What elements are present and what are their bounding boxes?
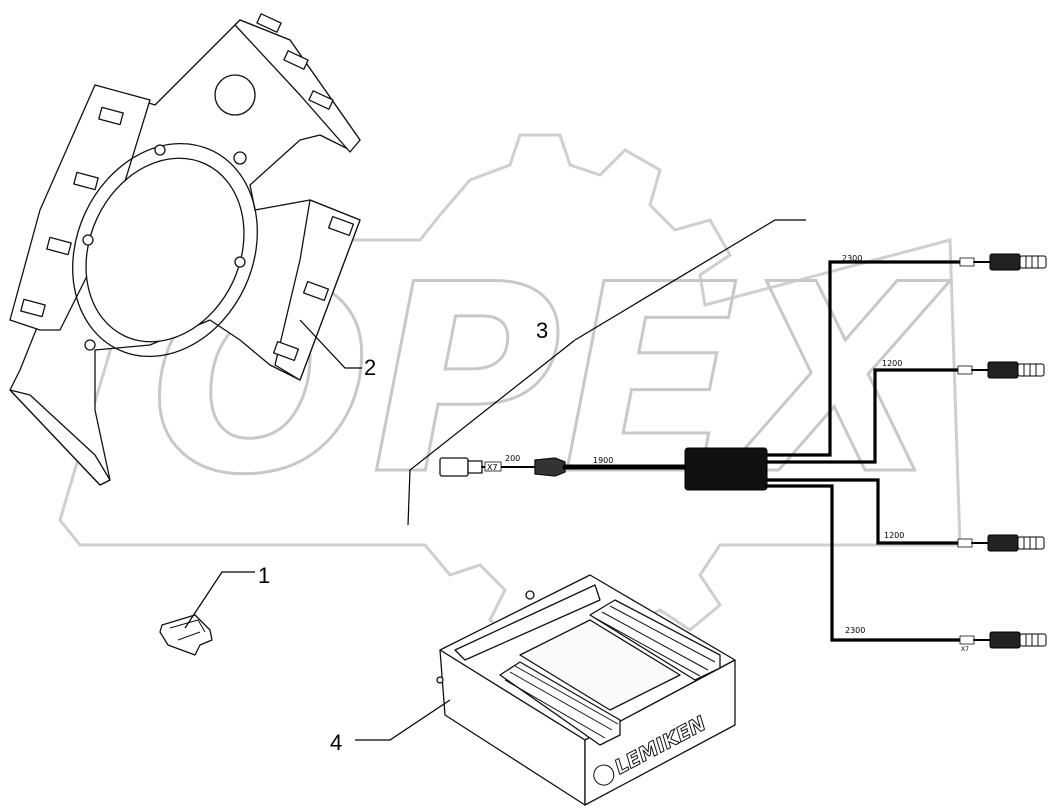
main-short-length: 200 bbox=[505, 454, 520, 463]
bracket-bolt-hole bbox=[82, 234, 94, 246]
clip-edge bbox=[169, 619, 206, 633]
bracket-upper-hole bbox=[214, 74, 256, 116]
callouts: 1 2 3 4 bbox=[184, 219, 806, 755]
branch-bottom-length: 2300 bbox=[845, 626, 865, 635]
harness-grommet bbox=[534, 457, 566, 477]
bracket-slot bbox=[20, 298, 46, 318]
callout-2: 2 bbox=[364, 355, 376, 380]
harness-junction-box bbox=[684, 447, 768, 491]
fin-line bbox=[601, 611, 709, 671]
branch-upper-cable bbox=[765, 368, 962, 464]
connector-upper bbox=[971, 361, 1045, 379]
connector-lower bbox=[971, 534, 1045, 552]
leader-1 bbox=[184, 571, 255, 629]
callout-3: 3 bbox=[536, 318, 548, 343]
main-long-length: 1900 bbox=[593, 456, 613, 465]
leader-2 bbox=[299, 319, 362, 369]
connector-tag bbox=[959, 635, 975, 645]
bracket-slot bbox=[283, 50, 309, 70]
connector-tag bbox=[957, 365, 973, 375]
fin-line bbox=[594, 617, 701, 677]
bracket-slot bbox=[272, 340, 300, 362]
clip-body bbox=[159, 614, 213, 656]
watermark-gear bbox=[58, 133, 962, 667]
box-left-wall bbox=[454, 584, 601, 661]
branch-top-cable bbox=[765, 260, 962, 457]
box-cooling-fins-right bbox=[589, 599, 721, 681]
branch-lower-cable bbox=[765, 478, 962, 545]
harness-plug-sleeve bbox=[467, 460, 483, 474]
box-screw bbox=[436, 676, 444, 684]
box-cooling-fins-left bbox=[499, 661, 621, 746]
bracket-hole-rim bbox=[72, 142, 258, 358]
bracket-slot bbox=[256, 13, 282, 33]
callout-4: 4 bbox=[330, 730, 342, 755]
mounting-bracket bbox=[9, 13, 361, 486]
connector-tag bbox=[959, 257, 975, 267]
bracket-slot bbox=[98, 106, 124, 126]
fin-line bbox=[609, 605, 716, 663]
box-front-right bbox=[584, 659, 736, 806]
bracket-bolt-hole bbox=[233, 151, 247, 165]
bracket-center-hole bbox=[85, 157, 245, 343]
leader-3-bottom bbox=[407, 339, 576, 526]
control-box: LEMIKEN bbox=[436, 574, 736, 806]
clip-part bbox=[159, 614, 213, 656]
branch-bottom-cable bbox=[765, 484, 962, 642]
fin-line bbox=[504, 679, 606, 739]
bracket-bolt-hole bbox=[234, 256, 246, 268]
clip-edge bbox=[177, 631, 201, 641]
wiring-harness: X7 200 1900 2300 1200 1200 2300 X7 bbox=[439, 253, 1047, 653]
harness-main-plug bbox=[439, 457, 469, 477]
leader-3-top bbox=[574, 219, 806, 341]
fin-line bbox=[514, 665, 619, 725]
bracket-left-flange bbox=[9, 84, 151, 331]
bracket-slot bbox=[46, 236, 72, 256]
callout-1: 1 bbox=[258, 563, 270, 588]
main-plug-label: X7 bbox=[487, 463, 498, 472]
branch-lower-length: 1200 bbox=[884, 531, 904, 540]
branch-upper-length: 1200 bbox=[882, 359, 902, 368]
fin-line bbox=[509, 671, 613, 731]
bottom-plug-tag: X7 bbox=[961, 646, 969, 653]
branch-top-length: 2300 bbox=[842, 254, 862, 263]
connector-bottom bbox=[973, 631, 1047, 649]
plug-tag bbox=[484, 461, 502, 472]
bracket-slot bbox=[73, 171, 99, 191]
bracket-bottom-flange bbox=[9, 389, 111, 486]
box-inner-tray bbox=[519, 619, 681, 711]
bracket-top-flange bbox=[234, 19, 361, 153]
leader-4 bbox=[355, 699, 451, 741]
bracket-slot bbox=[327, 215, 355, 237]
box-screw bbox=[525, 590, 535, 600]
connector-top bbox=[973, 253, 1047, 271]
bracket-bolt-hole bbox=[84, 339, 96, 351]
connector-tag bbox=[957, 538, 973, 548]
bracket-slot bbox=[302, 280, 330, 302]
bracket-slot bbox=[308, 90, 334, 110]
brand-emblem-icon bbox=[593, 764, 615, 786]
bracket-bolt-hole bbox=[154, 144, 166, 156]
